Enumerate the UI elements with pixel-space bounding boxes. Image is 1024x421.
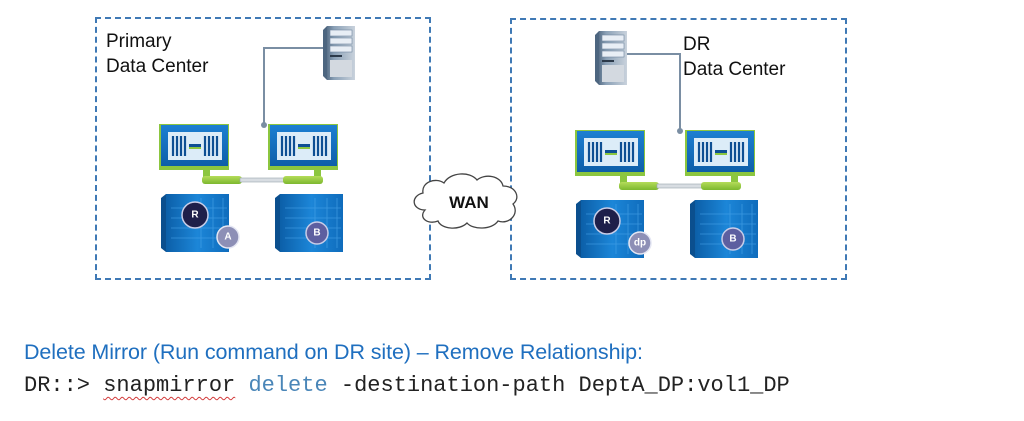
primary-site-label: Primary Data Center [106, 29, 208, 79]
primary-label-line2: Data Center [106, 56, 209, 77]
command-prompt: DR::> [24, 373, 104, 398]
svg-text:R: R [603, 216, 611, 227]
dr-management-server-icon [594, 30, 628, 86]
dr-ha-interconnect [619, 175, 741, 190]
dr-label-line1: DR [683, 34, 711, 55]
primary-volume-a-badge: A [216, 225, 240, 249]
primary-label-line1: Primary [106, 31, 172, 52]
primary-server-link [263, 47, 323, 124]
dr-data-center-box [510, 18, 847, 280]
dr-volume-b-badge: B [721, 227, 745, 251]
wan-cloud-icon [413, 173, 518, 229]
svg-text:R: R [191, 210, 199, 221]
primary-management-server-icon [322, 25, 356, 81]
dr-controller-2-icon [683, 128, 757, 178]
primary-volume-b-badge: B [305, 221, 329, 245]
command-line: DR::> snapmirror delete -destination-pat… [24, 373, 790, 398]
dr-site-label: DR Data Center [683, 32, 785, 82]
svg-text:B: B [313, 228, 320, 239]
svg-text:A: A [224, 232, 231, 243]
dr-controller-1-icon [573, 128, 647, 178]
command-args: -destination-path DeptA_DP:vol1_DP [327, 373, 790, 398]
dr-server-link [627, 53, 681, 130]
primary-volume-r-badge: R [181, 201, 209, 229]
primary-link-node [261, 122, 267, 128]
primary-controller-2-icon [266, 122, 340, 172]
primary-ha-interconnect [202, 169, 323, 184]
caption-heading: Delete Mirror (Run command on DR site) –… [24, 340, 643, 364]
primary-controller-1-icon [157, 122, 231, 172]
svg-text:B: B [729, 234, 736, 245]
command-name: snapmirror [103, 373, 236, 398]
dr-label-line2: Data Center [683, 59, 786, 80]
dr-storage-shelf-2-icon [689, 199, 759, 259]
dr-link-node [677, 128, 683, 134]
dr-volume-dp-badge: dp [628, 231, 652, 255]
wan-label: WAN [449, 193, 489, 212]
dr-volume-r-badge: R [593, 207, 621, 235]
primary-data-center-box [95, 17, 431, 280]
command-verb: delete [235, 373, 328, 398]
primary-storage-shelf-2-icon [274, 193, 344, 253]
svg-text:dp: dp [634, 238, 646, 249]
